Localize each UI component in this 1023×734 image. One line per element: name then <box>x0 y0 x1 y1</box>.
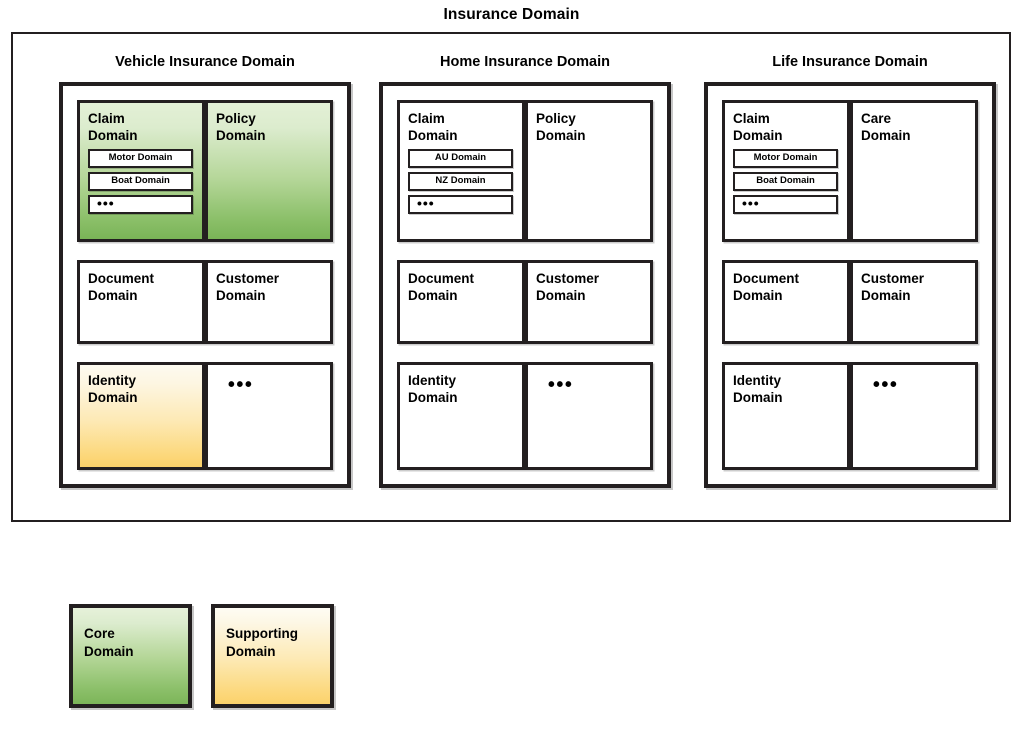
domain-cell-label: Identity Domain <box>408 372 458 405</box>
page-title: Insurance Domain <box>443 6 580 23</box>
legend: Core Domain Supporting Domain <box>69 604 334 708</box>
domain-row: Identity Domain ••• <box>397 361 653 470</box>
domain-cell-label: Customer Domain <box>536 270 600 303</box>
domain-cell-label: ••• <box>872 373 899 396</box>
subdomain-label: Boat Domain <box>111 175 170 187</box>
domain-cell-label: Document Domain <box>733 270 800 303</box>
subdomain-label: Motor Domain <box>108 152 173 164</box>
domain-cell-label: ••• <box>227 373 254 396</box>
domain-row: Document Domain Customer Domain <box>397 259 653 344</box>
domain-cell-life-document[interactable]: Document Domain <box>722 259 850 344</box>
legend-item-supporting-domain: Supporting Domain <box>211 604 334 708</box>
domain-cell-vehicle-customer[interactable]: Customer Domain <box>205 259 333 344</box>
subdomain-label: ••• <box>742 194 760 211</box>
subdomain-item[interactable]: AU Domain <box>408 148 513 168</box>
domain-cell-label: Identity Domain <box>88 372 138 405</box>
subdomain-label: Boat Domain <box>756 175 815 187</box>
domain-cell-life-customer[interactable]: Customer Domain <box>850 259 978 344</box>
domain-cell-home-claim[interactable]: Claim Domain AU Domain NZ Domain••• <box>397 99 525 242</box>
subdomain-item[interactable]: Boat Domain <box>88 171 193 191</box>
subdomain-item[interactable]: ••• <box>408 194 513 214</box>
domain-cell-vehicle-policy[interactable]: Policy Domain <box>205 99 333 242</box>
domain-cell-label: Claim Domain <box>88 110 138 143</box>
domain-cell-life-more[interactable]: ••• <box>849 361 978 470</box>
subdomain-item[interactable]: Motor Domain <box>88 148 193 168</box>
subdomain-item[interactable]: Motor Domain <box>733 148 838 168</box>
legend-label: Supporting Domain <box>226 626 298 659</box>
column-title-home: Home Insurance Domain <box>439 54 610 70</box>
legend-label: Core Domain <box>84 626 134 659</box>
subdomain-item[interactable]: ••• <box>733 194 838 214</box>
domain-cell-home-customer[interactable]: Customer Domain <box>525 259 653 344</box>
domain-cell-vehicle-more[interactable]: ••• <box>204 361 333 470</box>
domain-cell-life-care[interactable]: Care Domain <box>850 99 978 242</box>
domain-cell-home-policy[interactable]: Policy Domain <box>525 99 653 242</box>
domain-cell-label: Customer Domain <box>216 270 280 303</box>
subdomain-item[interactable]: Boat Domain <box>733 171 838 191</box>
domain-cell-home-document[interactable]: Document Domain <box>397 259 525 344</box>
domain-row: Identity Domain ••• <box>722 361 978 470</box>
domain-cell-home-more[interactable]: ••• <box>524 361 653 470</box>
domain-row: Claim Domain AU Domain NZ Domain••• Policy … <box>397 99 653 242</box>
domain-cell-vehicle-document[interactable]: Document Domain <box>77 259 205 344</box>
domain-row: Identity Domain ••• <box>77 361 333 470</box>
subdomain-label: AU Domain <box>434 152 487 164</box>
domain-row: Document Domain Customer Domain <box>722 259 978 344</box>
domain-cell-life-identity[interactable]: Identity Domain <box>722 361 850 470</box>
domain-cell-home-identity[interactable]: Identity Domain <box>397 361 525 470</box>
subdomain-label: ••• <box>417 194 435 211</box>
legend-item-core-domain: Core Domain <box>69 604 192 708</box>
domain-cell-label: Document Domain <box>408 270 475 303</box>
subdomain-label: NZ Domain <box>435 175 486 187</box>
domain-cell-label: ••• <box>547 373 574 396</box>
domain-cell-label: Claim Domain <box>408 110 458 143</box>
domain-cell-vehicle-identity[interactable]: Identity Domain <box>77 361 205 470</box>
domain-cell-label: Document Domain <box>88 270 155 303</box>
subdomain-label: ••• <box>97 194 115 211</box>
subdomain-item[interactable]: ••• <box>88 194 193 214</box>
domain-cell-label: Care Domain <box>861 110 911 143</box>
column-title-vehicle: Vehicle Insurance Domain <box>115 54 295 70</box>
column-title-life: Life Insurance Domain <box>772 54 928 70</box>
domain-cell-label: Policy Domain <box>216 110 266 143</box>
domain-row: Document Domain Customer Domain <box>77 259 333 344</box>
subdomain-label: Motor Domain <box>753 152 818 164</box>
subdomain-list: AU Domain NZ Domain••• <box>408 148 522 214</box>
domain-cell-label: Claim Domain <box>733 110 783 143</box>
domain-cell-label: Policy Domain <box>536 110 586 143</box>
domain-cell-label: Identity Domain <box>733 372 783 405</box>
subdomain-item[interactable]: NZ Domain <box>408 171 513 191</box>
domain-cell-label: Customer Domain <box>861 270 925 303</box>
